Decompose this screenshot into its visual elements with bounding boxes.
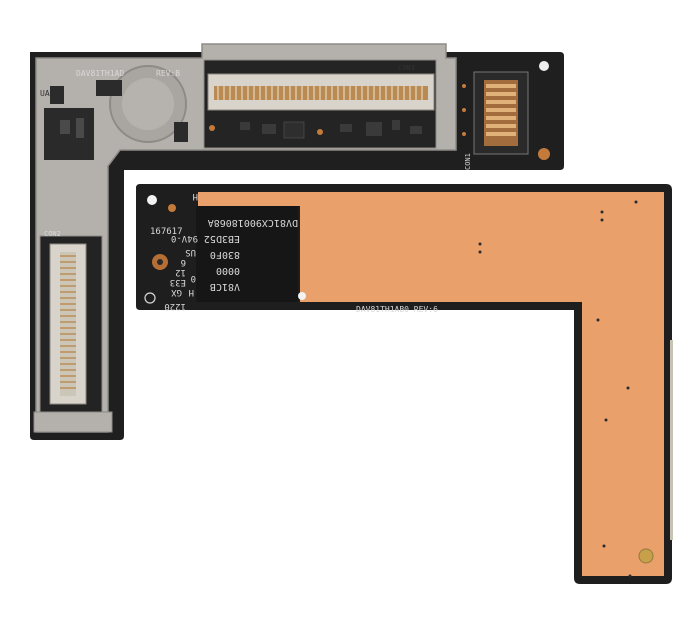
board-b-mount-hole xyxy=(147,195,157,205)
board-b-label-text: DV81CX90018068A EB3D52 830F0 0000 V81CB xyxy=(204,217,298,292)
svg-text:12: 12 xyxy=(175,267,186,277)
board-b-label xyxy=(196,206,298,302)
svg-text:167617: 167617 xyxy=(150,227,183,237)
board-a-mount-hole xyxy=(539,61,549,71)
board-b-edge xyxy=(670,340,673,540)
board-a-test-points xyxy=(462,84,466,136)
svg-text:6: 6 xyxy=(181,257,186,267)
svg-text:H: H xyxy=(193,191,198,201)
board-a-ua-label: UA xyxy=(40,89,50,98)
svg-text:US: US xyxy=(185,247,196,257)
board-b-side-marks: 167617 94V-0 H US 0 GX H E33 12 6 1220 xyxy=(150,191,198,311)
svg-text:0000: 0000 xyxy=(216,265,240,276)
board-b-partno-label: DAV81TH1AB0 REV:6 xyxy=(356,305,438,314)
con2-label: CON2 xyxy=(44,230,61,238)
board-b-gold-pad xyxy=(638,548,654,564)
svg-text:0: 0 xyxy=(191,273,196,283)
svg-text:830F0: 830F0 xyxy=(210,249,240,260)
con1-label: CON1 xyxy=(464,153,472,170)
board-a-chip xyxy=(76,118,84,138)
board-a-partno-label: DAV81TH1AD xyxy=(76,69,124,78)
board-a-shield-lip xyxy=(33,411,113,433)
board-b-gold-pad xyxy=(168,204,176,212)
board-a-chip xyxy=(50,86,64,104)
svg-text:V81CB: V81CB xyxy=(210,281,240,292)
con2-connector xyxy=(49,243,87,405)
board-a-chip xyxy=(174,122,188,142)
board-a-chip xyxy=(60,120,70,134)
board-b: DV81CX90018068A EB3D52 830F0 0000 V81CB … xyxy=(136,184,673,584)
svg-text:94V-0: 94V-0 xyxy=(171,233,198,243)
svg-text:E33: E33 xyxy=(170,277,186,287)
svg-text:EB3D52: EB3D52 xyxy=(204,233,240,244)
board-b-ground-mark xyxy=(144,292,156,304)
board-b-copper xyxy=(198,192,664,576)
svg-text:GX: GX xyxy=(171,287,182,297)
board-a-smd-row xyxy=(240,120,422,139)
board-a-gold-pad xyxy=(538,148,550,160)
board-b-test-point xyxy=(298,292,306,300)
con3-connector xyxy=(207,73,435,111)
board-a-chip xyxy=(96,80,122,96)
board-a-gold-pad xyxy=(317,129,323,135)
board-a: DAV81TH1AD REV:B UA CON3 CON2 CON1 xyxy=(30,43,564,440)
board-a-gold-pad xyxy=(209,125,215,131)
con1-connector xyxy=(473,71,529,155)
svg-text:DV81CX90018068A: DV81CX90018068A xyxy=(208,217,298,228)
board-b-pad-center xyxy=(157,259,163,265)
svg-text:1220: 1220 xyxy=(164,301,186,311)
board-b-vias xyxy=(478,200,638,578)
board-a-round-pad-inner xyxy=(122,78,174,130)
svg-text:H: H xyxy=(189,287,194,297)
con3-label: CON3 xyxy=(398,64,415,72)
board-a-rev-label: REV:B xyxy=(156,69,180,78)
